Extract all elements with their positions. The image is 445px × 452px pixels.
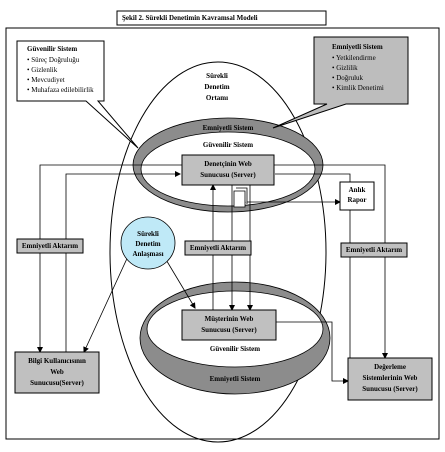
client-server-label-1: Müşterinin Web: [204, 315, 254, 323]
left-callout-item: • Muhafaza edilebilirlik: [27, 86, 94, 94]
auditor-server-label-1: Denetçinin Web: [204, 160, 252, 168]
secure-transfer-label-left: Emniyetli Aktarım: [21, 242, 79, 250]
secure-transfer-label-right: Emniyetli Aktarım: [345, 246, 403, 254]
environment-label-1: Sürekli: [206, 72, 228, 80]
left-callout-shape: [16, 40, 139, 149]
continuous-audit-environment-ellipse: [109, 61, 327, 443]
right-callout-item: • Gizlilik: [332, 64, 358, 72]
left-callout-item: • Süreç Doğruluğu: [27, 56, 80, 64]
left-callout-item: • Gizlenlik: [27, 66, 58, 74]
client-to-assurance-line: [275, 173, 351, 358]
alarm-report-label-1: Anlık: [348, 186, 366, 194]
assurance-server-label-3: Sunucusu (Server): [362, 385, 418, 393]
lower-ring-outer-label: Emniyetli Sistem: [209, 375, 261, 383]
audit-agreement-circle: [120, 216, 176, 270]
agreement-to-client: [164, 257, 196, 309]
auditor-to-assurance-line: [274, 164, 388, 359]
secure-transfer-box-center: [184, 240, 252, 256]
client-server-label-2: Sunucusu (Server): [201, 326, 257, 334]
auditor-server-box: [181, 154, 275, 186]
client-to-assurance-arrow: [276, 321, 349, 384]
outer-frame: [5, 27, 440, 440]
title-box: [116, 10, 327, 26]
audit-agreement-label-2: Denetim: [135, 240, 161, 248]
report-document-icon: [233, 187, 248, 208]
alarm-report-box: [339, 181, 375, 211]
audit-agreement-label-1: Sürekli: [137, 230, 159, 238]
right-callout-heading: Emniyetli Sistem: [332, 43, 383, 51]
agreement-to-info-user: [83, 251, 131, 353]
audit-agreement-label-3: Anlaşması: [132, 250, 164, 258]
client-server-box: [181, 309, 277, 341]
auditor-server-label-2: Sunucusu (Server): [200, 171, 256, 179]
info-user-to-auditor-line: [65, 171, 181, 352]
secure-transfer-box-left: [16, 238, 84, 254]
environment-label-3: Ortamı: [205, 94, 229, 102]
upper-ring-inner-label: Güvenilir Sistem: [202, 141, 254, 149]
left-callout-heading: Güvenilir Sistem: [27, 45, 78, 53]
right-callout-item: • Doğruluk: [332, 74, 364, 82]
assurance-server-label-2: Sistemlerinin Web: [362, 374, 418, 382]
info-user-server-label-3: Sunucusu(Server): [30, 379, 84, 387]
left-callout-item: • Mevcudiyet: [27, 76, 65, 84]
figure-title: Şekil 2. Sürekli Denetimin Kavramsal Mod…: [122, 14, 258, 22]
upper-ring-outer-label: Emniyetli Sistem: [202, 124, 254, 132]
secure-transfer-box-right: [340, 242, 408, 258]
secure-transfer-label-center: Emniyetli Aktarım: [189, 244, 247, 252]
auditor-to-info-user-line: [37, 164, 182, 353]
info-user-server-box: [14, 351, 100, 394]
info-user-server-label-2: Web: [50, 368, 64, 376]
info-user-server-label-1: Bilgi Kullanıcısının: [28, 357, 86, 365]
assurance-server-label-1: Değerleme: [374, 363, 406, 371]
lower-ring-inner-label: Güvenilir Sistem: [209, 345, 261, 353]
assurance-server-box: [347, 357, 433, 401]
right-callout-item: • Yetkilendirme: [332, 54, 376, 62]
environment-label-2: Denetim: [204, 83, 230, 91]
right-callout-item: • Kimlik Denetimi: [332, 84, 384, 92]
right-callout-shape: [272, 36, 409, 129]
alarm-report-label-2: Rapor: [347, 196, 367, 204]
